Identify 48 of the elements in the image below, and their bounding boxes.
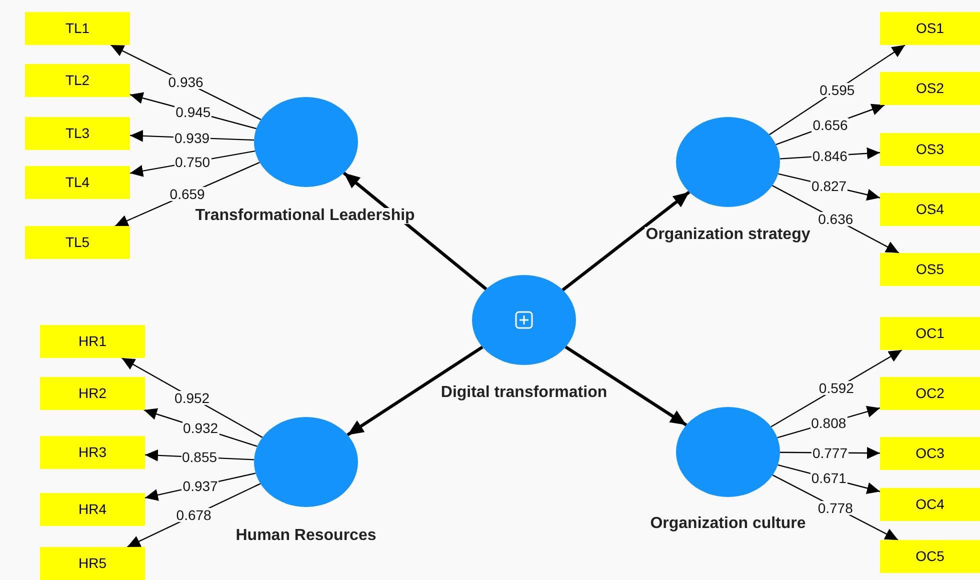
- edge-label: 0.932: [182, 421, 220, 436]
- edge-label: 0.855: [181, 450, 218, 464]
- indicator-box: OC1: [880, 317, 980, 350]
- indicator-box: OC5: [880, 540, 980, 573]
- edge-label: 0.595: [818, 82, 856, 97]
- edge-label: 0.808: [810, 416, 848, 430]
- indicator-box: HR2: [40, 377, 145, 410]
- arrow: [346, 346, 484, 436]
- indicator-box: HR3: [40, 436, 145, 469]
- edge-label: 0.636: [817, 212, 854, 226]
- indicator-box: OS2: [880, 72, 980, 105]
- edge-label: 0.952: [174, 390, 211, 405]
- edge-label: 0.678: [175, 508, 212, 522]
- edge-label: 0.671: [810, 471, 848, 486]
- indicator-box: TL3: [25, 117, 130, 150]
- edge-label: 0.945: [174, 104, 212, 119]
- indicator-box: TL2: [25, 64, 130, 97]
- edge-label: 0.939: [174, 130, 211, 145]
- indicator-box: OS3: [880, 133, 980, 166]
- construct-label: Digital transformation: [440, 385, 608, 401]
- indicator-box: OS1: [880, 12, 980, 45]
- arrow: [562, 190, 690, 292]
- indicator-box: TL4: [25, 166, 130, 199]
- indicator-box: OS4: [880, 193, 980, 226]
- edge-label: 0.592: [818, 381, 855, 396]
- edge-label: 0.750: [174, 155, 212, 170]
- indicator-box: HR4: [40, 493, 145, 526]
- indicator-box: HR5: [40, 547, 145, 580]
- arrow: [564, 346, 688, 426]
- edge-label: 0.936: [167, 75, 204, 90]
- edge-label: 0.937: [182, 478, 219, 492]
- indicator-box: OS5: [880, 253, 980, 286]
- edge-label: 0.778: [816, 500, 854, 515]
- indicator-box: HR1: [40, 325, 145, 358]
- construct-label: Organization culture: [649, 516, 807, 532]
- edge-label: 0.827: [810, 178, 848, 193]
- construct-label: Transformational Leadership: [194, 208, 416, 224]
- indicator-box: TL1: [25, 12, 130, 45]
- construct-label: Organization strategy: [644, 227, 812, 243]
- edge-label: 0.656: [812, 118, 849, 132]
- edge-label: 0.659: [168, 187, 206, 202]
- indicator-box: TL5: [25, 226, 130, 259]
- edge-label: 0.777: [811, 446, 848, 460]
- indicator-box: OC4: [880, 488, 980, 521]
- indicator-box: OC2: [880, 377, 980, 410]
- indicator-box: OC3: [880, 437, 980, 470]
- arrow: [342, 172, 488, 290]
- edge-label: 0.846: [811, 148, 848, 163]
